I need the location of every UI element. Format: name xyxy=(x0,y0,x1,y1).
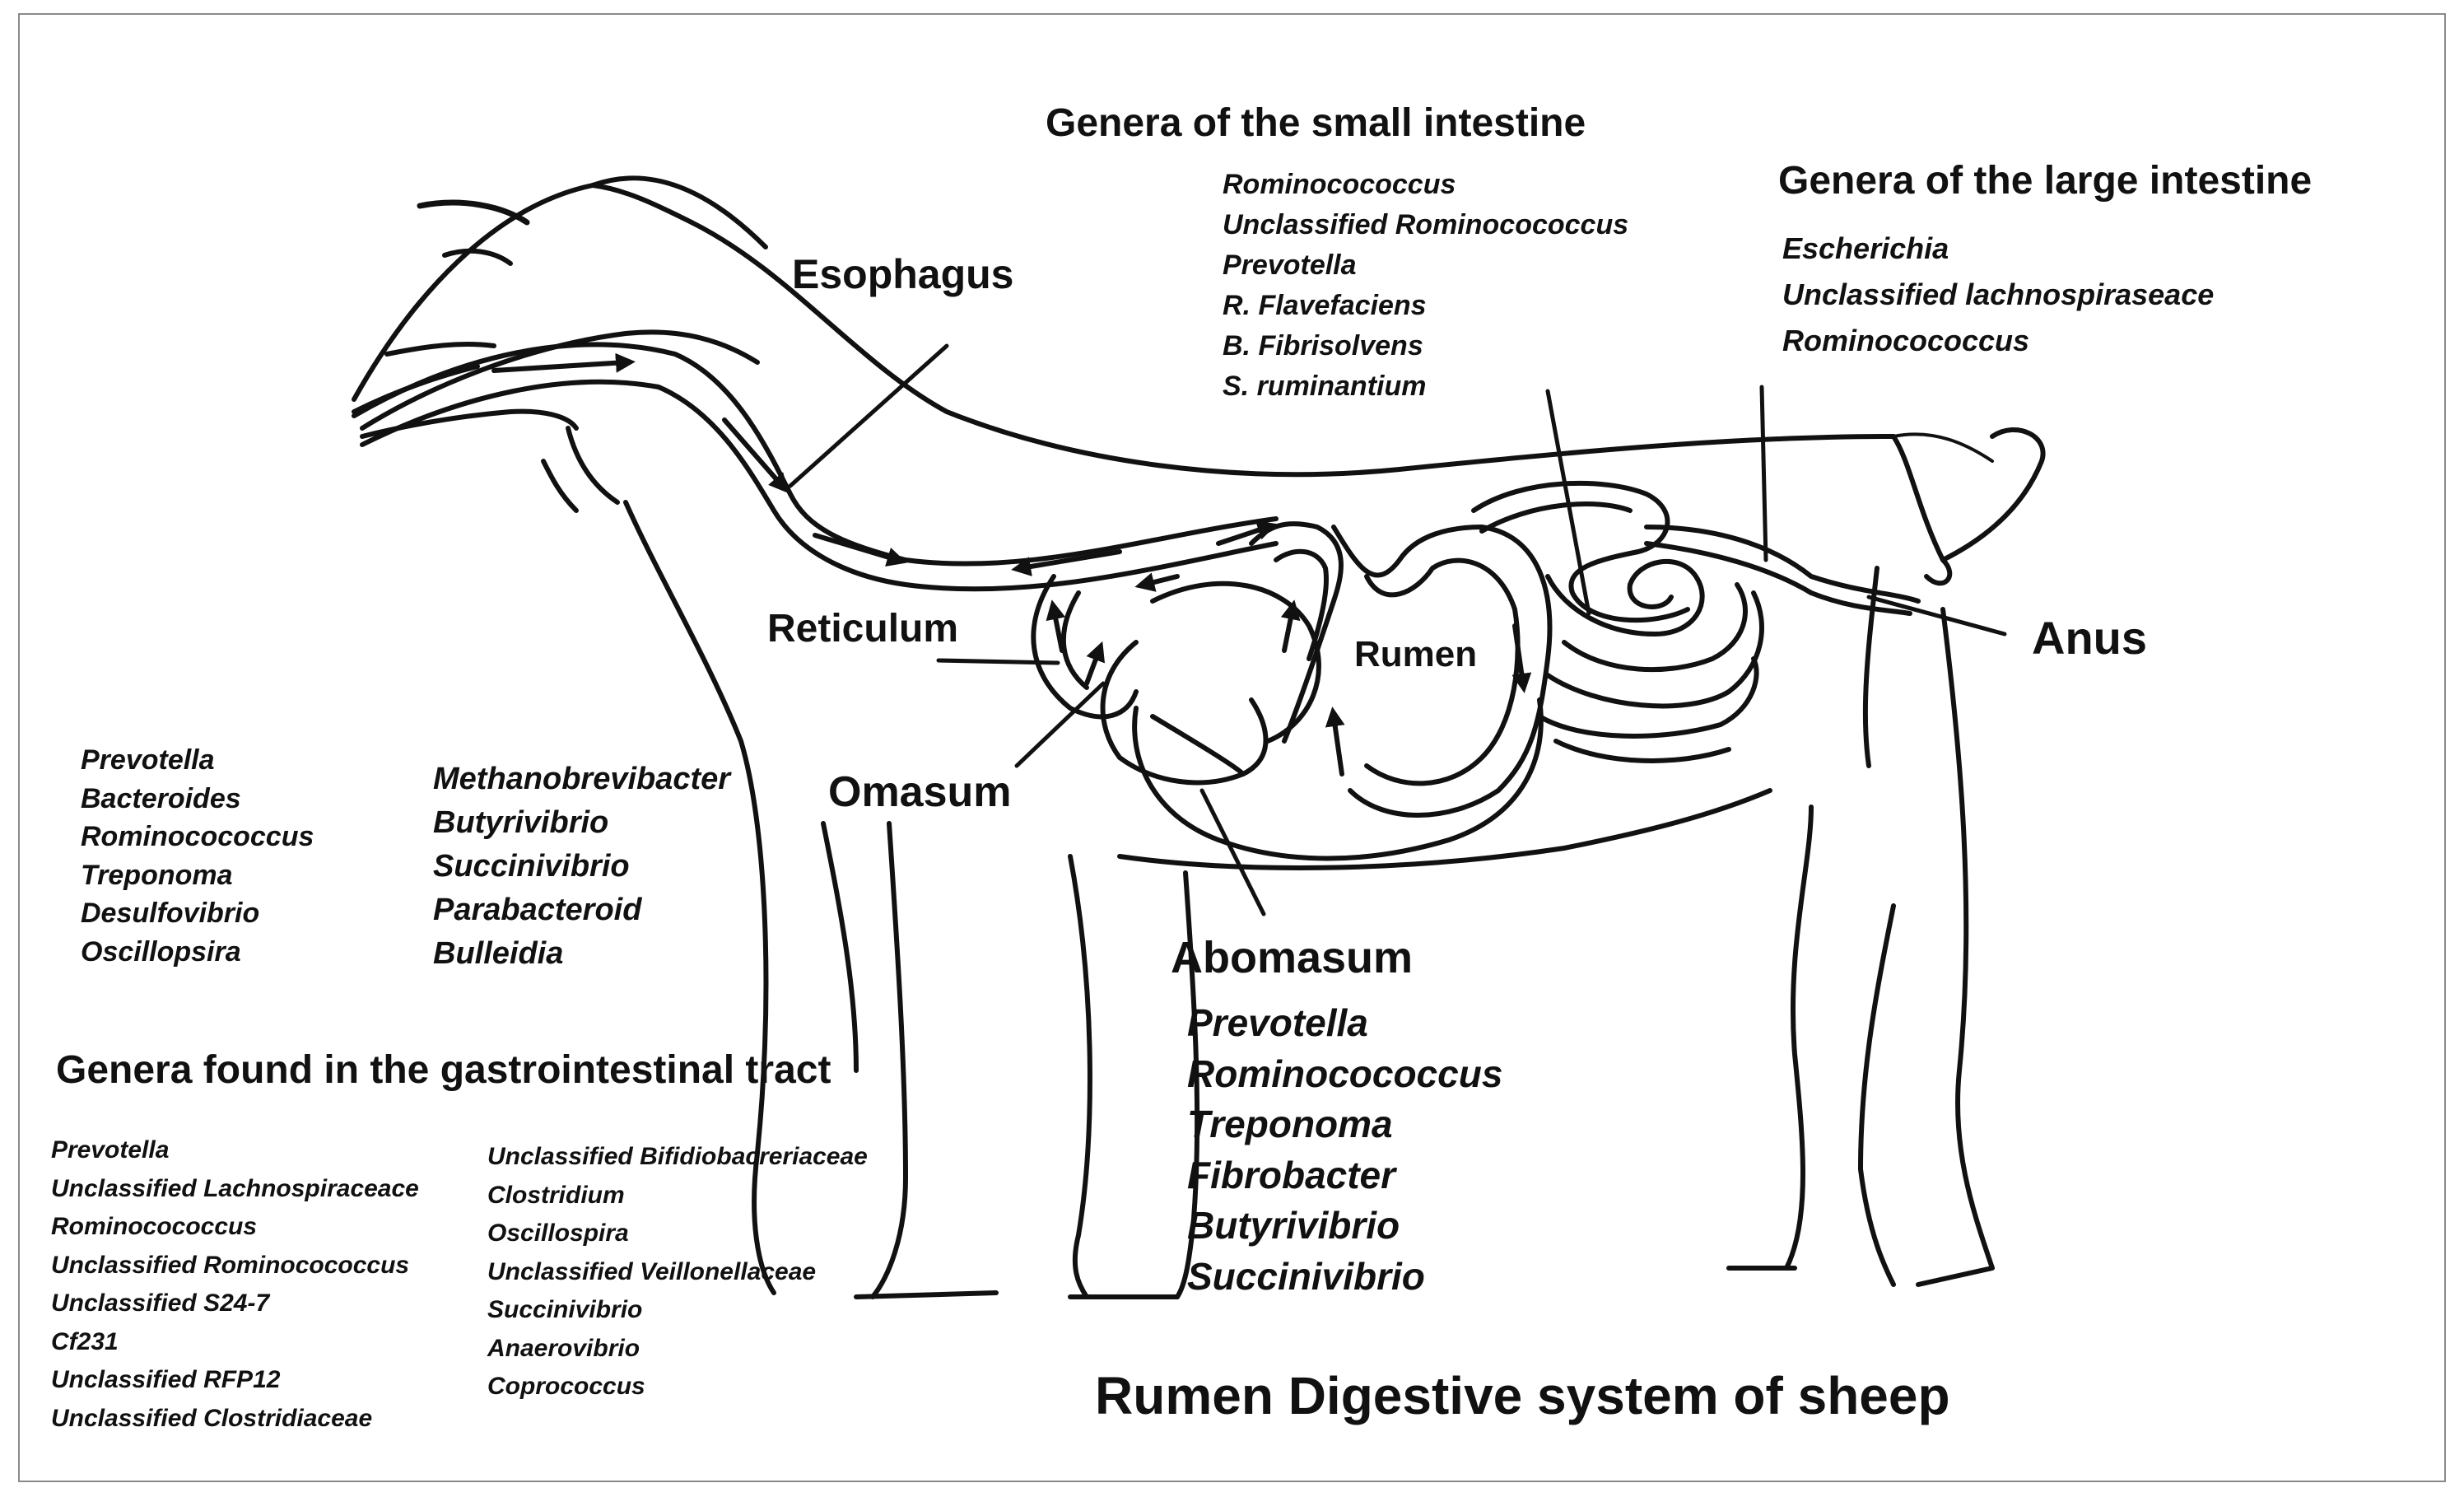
genus-item: R. Flavefaciens xyxy=(1223,290,1427,321)
small-intestine-genera: Rominocococcus Unclassified Rominocococc… xyxy=(1223,165,1628,407)
genus-item: Rominocococcus xyxy=(1782,324,2030,357)
genus-item: Escherichia xyxy=(1782,231,1949,265)
genus-item: Anaerovibrio xyxy=(487,1334,640,1362)
genus-item: Oscillopsira xyxy=(81,935,241,968)
anus-label: Anus xyxy=(2032,612,2147,664)
genus-item: Bulleidia xyxy=(433,936,564,971)
esophagus-tube xyxy=(352,342,1279,592)
sheep-body xyxy=(623,220,2046,1299)
genus-item: Fibrobacter xyxy=(1187,1153,1396,1196)
genus-item: Treponoma xyxy=(81,859,233,891)
genus-item: Prevotella xyxy=(51,1136,170,1164)
genus-item: Treponoma xyxy=(1187,1103,1393,1145)
sheep-head xyxy=(352,175,768,513)
esophagus-label: Esophagus xyxy=(792,251,1014,297)
intestines xyxy=(1471,480,1921,763)
stomach xyxy=(1031,521,1553,861)
genus-item: Methanobrevibacter xyxy=(433,762,731,796)
rumen-label: Rumen xyxy=(1354,634,1478,674)
genus-item: Unclassified Clostridiaceae xyxy=(51,1404,373,1432)
small-intestine-leader xyxy=(1545,389,1591,616)
gi-tract-title: Genera found in the gastrointestinal tra… xyxy=(56,1048,831,1092)
genus-item: S. ruminantium xyxy=(1223,371,1427,402)
genus-item: Clostridium xyxy=(487,1181,625,1209)
genus-item: Unclassified S24-7 xyxy=(51,1289,270,1317)
genus-item: Unclassified RFP12 xyxy=(51,1366,281,1393)
genus-item: Rominocococcus xyxy=(1187,1052,1503,1095)
gi-tract-genera-col1: Prevotella Unclassified Lachnospiraceace… xyxy=(51,1131,419,1438)
figure-frame xyxy=(18,13,2446,1482)
anus-leader xyxy=(1866,595,2007,637)
abomasum-genera: Prevotella Rominocococcus Treponoma Fibr… xyxy=(1187,998,1502,1302)
genus-item: Bacteroides xyxy=(81,782,241,814)
abomasum-label: Abomasum xyxy=(1171,933,1414,982)
genus-item: Rominocococcus xyxy=(1223,169,1456,200)
omasum-leader xyxy=(1014,681,1106,768)
omasum-genera: Methanobrevibacter Butyrivibrio Succiniv… xyxy=(433,758,730,976)
genus-item: Coprococcus xyxy=(487,1373,645,1400)
genus-item: Prevotella xyxy=(1223,250,1357,281)
genus-item: Rominocococcus xyxy=(51,1213,258,1240)
genus-item: Unclassified Rominocococcus xyxy=(1223,209,1629,240)
genus-item: Butyrivibrio xyxy=(1187,1204,1400,1247)
genus-item: Butyrivibrio xyxy=(433,805,609,840)
esophagus-leader xyxy=(788,343,949,488)
gi-tract-genera-col2: Unclassified Bifidiobacreriaceae Clostri… xyxy=(487,1138,868,1406)
reticulum-leader xyxy=(936,658,1060,665)
genus-item: Unclassified Rominocococcus xyxy=(51,1251,410,1279)
genus-item: B. Fibrisolvens xyxy=(1223,330,1423,361)
genus-item: Prevotella xyxy=(81,744,215,776)
leader-lines xyxy=(788,343,2007,916)
genus-item: Cf231 xyxy=(51,1327,119,1355)
reticulum-genera: Prevotella Bacteroides Rominocococcus Tr… xyxy=(81,741,314,971)
genus-item: Unclassified Veillonellaceae xyxy=(487,1257,817,1285)
large-intestine-leader xyxy=(1759,385,1768,562)
genus-item: Oscillospira xyxy=(487,1220,629,1247)
genus-item: Rominocococcus xyxy=(81,821,314,852)
genus-item: Prevotella xyxy=(1187,1001,1368,1044)
large-intestine-genera: Escherichia Unclassified lachnospiraseac… xyxy=(1782,226,2214,364)
genus-item: Desulfovibrio xyxy=(81,898,260,929)
genus-item: Unclassified Bifidiobacreriaceae xyxy=(487,1143,868,1170)
genus-item: Parabacteroid xyxy=(433,893,642,927)
genus-item: Unclassified Lachnospiraceace xyxy=(51,1174,419,1202)
omasum-label: Omasum xyxy=(828,768,1012,816)
genus-item: Unclassified lachnospiraseace xyxy=(1782,277,2215,311)
small-intestine-title: Genera of the small intestine xyxy=(1046,101,1586,145)
abomasum-leader xyxy=(1199,788,1266,916)
reticulum-label: Reticulum xyxy=(767,607,959,651)
large-intestine-title: Genera of the large intestine xyxy=(1778,159,2313,203)
genus-item: Succinivibrio xyxy=(1187,1254,1425,1298)
figure-caption: Rumen Digestive system of sheep xyxy=(1095,1366,1950,1425)
genus-item: Succinivibrio xyxy=(433,849,630,884)
genus-item: Succinivibrio xyxy=(487,1296,643,1323)
